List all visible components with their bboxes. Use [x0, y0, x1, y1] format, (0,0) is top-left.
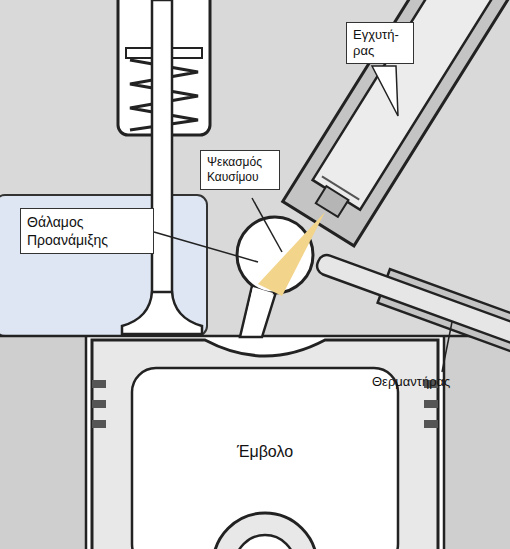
ring-groove	[424, 420, 438, 428]
part-label: Εγχυτή- ρας	[346, 22, 414, 64]
ring-groove	[92, 380, 106, 388]
bore-line	[85, 336, 88, 549]
part-label: Ψεκασμός Καυσίμου	[200, 150, 280, 190]
leader-line	[154, 232, 258, 262]
fuel-spray	[258, 212, 325, 296]
injector-sleeve	[283, 0, 510, 246]
piston-pin-boss	[213, 513, 317, 549]
leader-line	[252, 198, 282, 252]
injector	[283, 0, 510, 246]
ring-groove	[92, 400, 106, 408]
valve-head	[122, 292, 202, 334]
ring-groove	[92, 420, 106, 428]
intake-port	[0, 195, 207, 336]
piston-pin	[235, 535, 295, 549]
cylinder-wall	[0, 336, 86, 549]
chamber-channel-fill	[243, 287, 273, 334]
injector-body	[313, 0, 510, 210]
part-label: Θάλαμος Προανάμιξης	[20, 208, 154, 254]
head-face	[0, 335, 240, 338]
part-label: Έμβολο	[205, 442, 325, 462]
ring-groove	[424, 400, 438, 408]
valve-stem	[152, 0, 172, 300]
leader-line	[442, 322, 452, 372]
nozzle-detail	[322, 176, 359, 199]
chamber-channel	[240, 286, 276, 337]
callout-pointer	[372, 66, 398, 116]
cylinder-wall	[444, 336, 510, 549]
part-label: Θερμαντήρας	[372, 374, 502, 390]
